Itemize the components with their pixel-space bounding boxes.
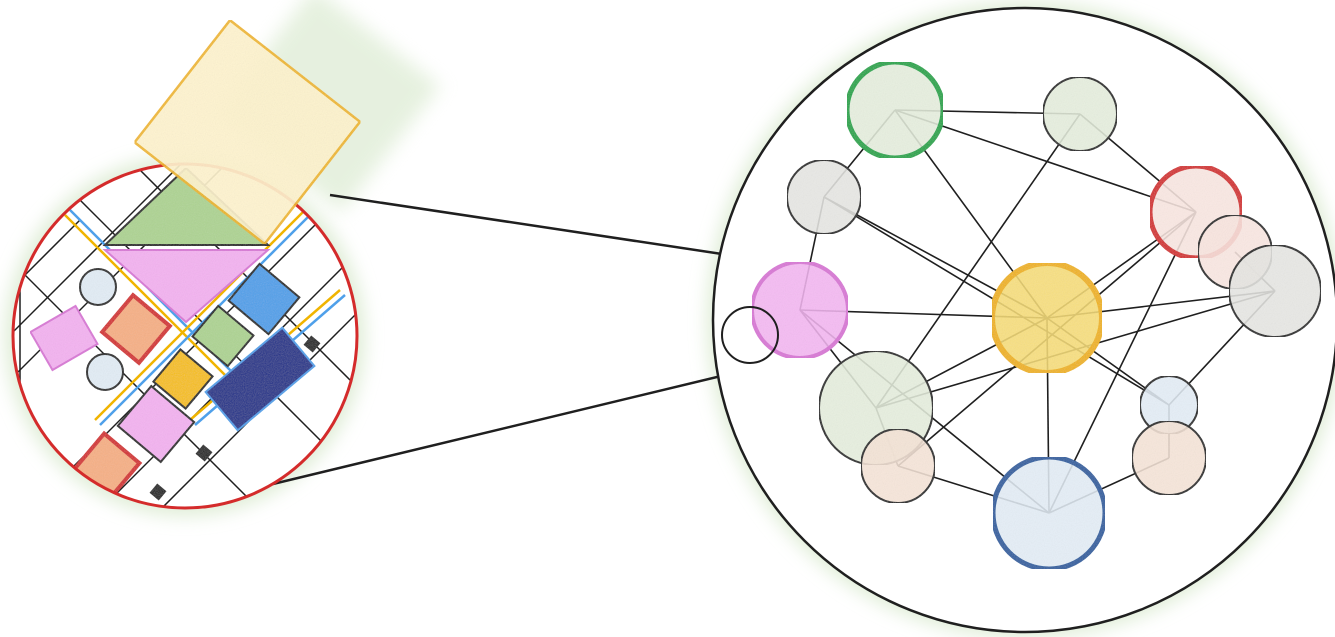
node-gray-top-right (1043, 77, 1117, 151)
node-gray-right (1229, 245, 1321, 337)
node-blue (993, 457, 1105, 569)
node-peach-bottom-left (861, 429, 935, 503)
lens-small-circle-top (80, 269, 116, 305)
lens-small-circle-bottom (87, 354, 123, 390)
node-peach-bottom-right (1132, 421, 1206, 495)
node-gray-left (787, 160, 861, 234)
node-green (847, 62, 943, 158)
node-yellow (992, 263, 1102, 373)
node-pink (752, 262, 848, 358)
network-panel (713, 8, 1335, 632)
